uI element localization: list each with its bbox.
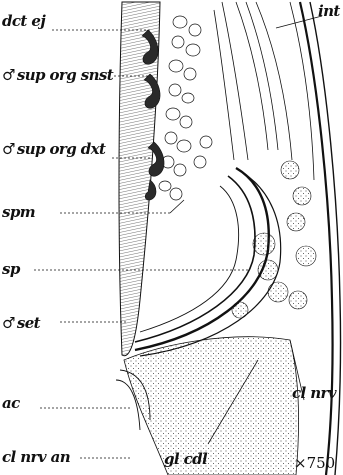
label-int: int xyxy=(318,4,340,19)
label-sup-org-snst: ♂sup org snst xyxy=(2,68,113,83)
label-cl-nrv-an: cl nrv an xyxy=(2,450,70,465)
label-gl-cdl: gl cdl xyxy=(164,452,207,467)
label-dct-ej: dct ej xyxy=(2,14,45,29)
label-sup-org-snst-text: sup org snst xyxy=(17,66,113,84)
male-symbol: ♂ xyxy=(2,314,15,332)
label-ac: ac xyxy=(2,396,20,411)
male-symbol: ♂ xyxy=(2,66,15,84)
intestine xyxy=(214,2,292,160)
sperm-cells xyxy=(159,16,212,200)
label-cl-nrv: cl nrv xyxy=(292,386,336,401)
male-symbol: ♂ xyxy=(2,140,15,158)
label-spm: spm xyxy=(2,205,35,220)
label-sup-org-dxt: ♂sup org dxt xyxy=(2,142,105,157)
spicule xyxy=(135,168,281,356)
caudal-gland-region xyxy=(124,337,298,475)
label-sup-org-dxt-text: sup org dxt xyxy=(17,140,105,158)
label-sp: sp xyxy=(2,262,20,277)
magnification-label: ×750 xyxy=(294,456,335,471)
label-set-text: set xyxy=(17,314,40,332)
label-set: ♂set xyxy=(2,316,40,331)
